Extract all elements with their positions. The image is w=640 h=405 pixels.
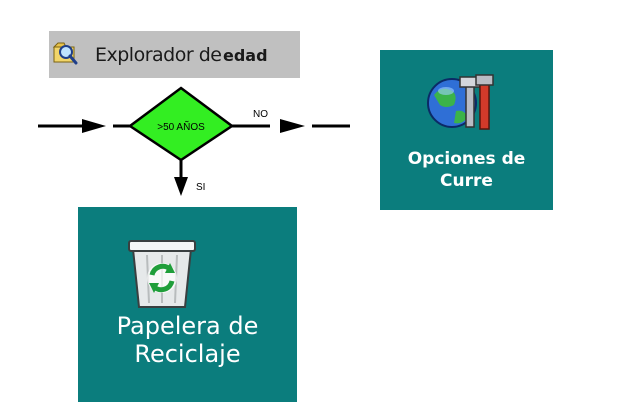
yes-label: SI <box>196 182 205 193</box>
papelera-label: Papelera de Reciclaje <box>78 312 297 368</box>
flow-arrow-no <box>280 119 305 133</box>
papelera-label-line1: Papelera de <box>116 312 259 340</box>
explorer-value: edad <box>223 46 268 65</box>
decision-label: >50 AÑOS <box>157 120 205 133</box>
papelera-tile[interactable]: Papelera de Reciclaje <box>78 207 297 402</box>
papelera-label-line2: Reciclaje <box>134 340 241 368</box>
explorer-bar: Explorador de edad <box>49 31 300 78</box>
opciones-tile[interactable]: Opciones de Curre <box>380 50 553 210</box>
opciones-label-line2: Curre <box>440 171 493 191</box>
search-folder-icon <box>52 42 78 65</box>
recycle-bin-icon <box>128 240 196 308</box>
no-label: NO <box>253 109 268 120</box>
opciones-label: Opciones de Curre <box>380 148 553 192</box>
opciones-label-line1: Opciones de <box>407 149 526 169</box>
globe-tools-icon <box>427 74 494 130</box>
explorer-title: Explorador de <box>95 44 222 66</box>
flow-arrow-in <box>82 119 106 133</box>
flow-arrow-yes <box>174 177 188 196</box>
